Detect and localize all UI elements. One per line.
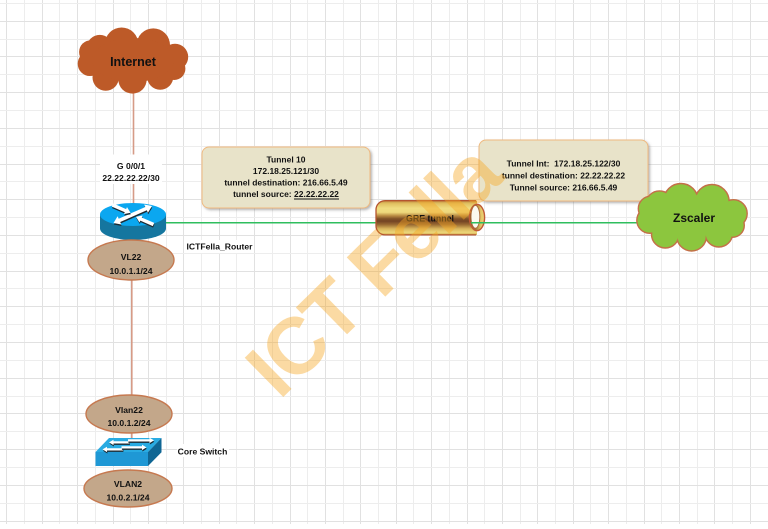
- svg-text:22.22.22.22/30: 22.22.22.22/30: [102, 173, 160, 183]
- svg-text:Vlan22: Vlan22: [115, 405, 143, 415]
- svg-text:Tunnel Int: 172.18.25.122/30: Tunnel Int: 172.18.25.122/30: [507, 158, 621, 168]
- svg-text:G 0/0/1: G 0/0/1: [117, 161, 145, 171]
- svg-text:Core Switch: Core Switch: [178, 447, 228, 457]
- svg-text:VLAN2: VLAN2: [114, 479, 142, 489]
- svg-text:172.18.25.121/30: 172.18.25.121/30: [253, 166, 319, 176]
- svg-text:ICTFella_Router: ICTFella_Router: [187, 242, 254, 252]
- svg-text:tunnel source: 22.22.22.22: tunnel source: 22.22.22.22: [233, 189, 339, 199]
- svg-text:10.0.1.1/24: 10.0.1.1/24: [109, 266, 152, 276]
- svg-text:10.0.2.1/24: 10.0.2.1/24: [106, 493, 149, 503]
- svg-text:10.0.1.2/24: 10.0.1.2/24: [107, 418, 150, 428]
- svg-text:tunnel destination: 216.66.5.4: tunnel destination: 216.66.5.49: [224, 178, 348, 188]
- svg-text:Tunnel 10: Tunnel 10: [266, 155, 305, 165]
- svg-text:Tunnel source: 216.66.5.49: Tunnel source: 216.66.5.49: [510, 183, 618, 193]
- svg-text:tunnel destination: 22.22.22.2: tunnel destination: 22.22.22.22: [502, 170, 626, 180]
- svg-text:GRE tunnel: GRE tunnel: [406, 214, 454, 224]
- svg-text:Zscaler: Zscaler: [673, 211, 715, 225]
- svg-text:VL22: VL22: [121, 252, 142, 262]
- svg-text:Internet: Internet: [110, 55, 157, 69]
